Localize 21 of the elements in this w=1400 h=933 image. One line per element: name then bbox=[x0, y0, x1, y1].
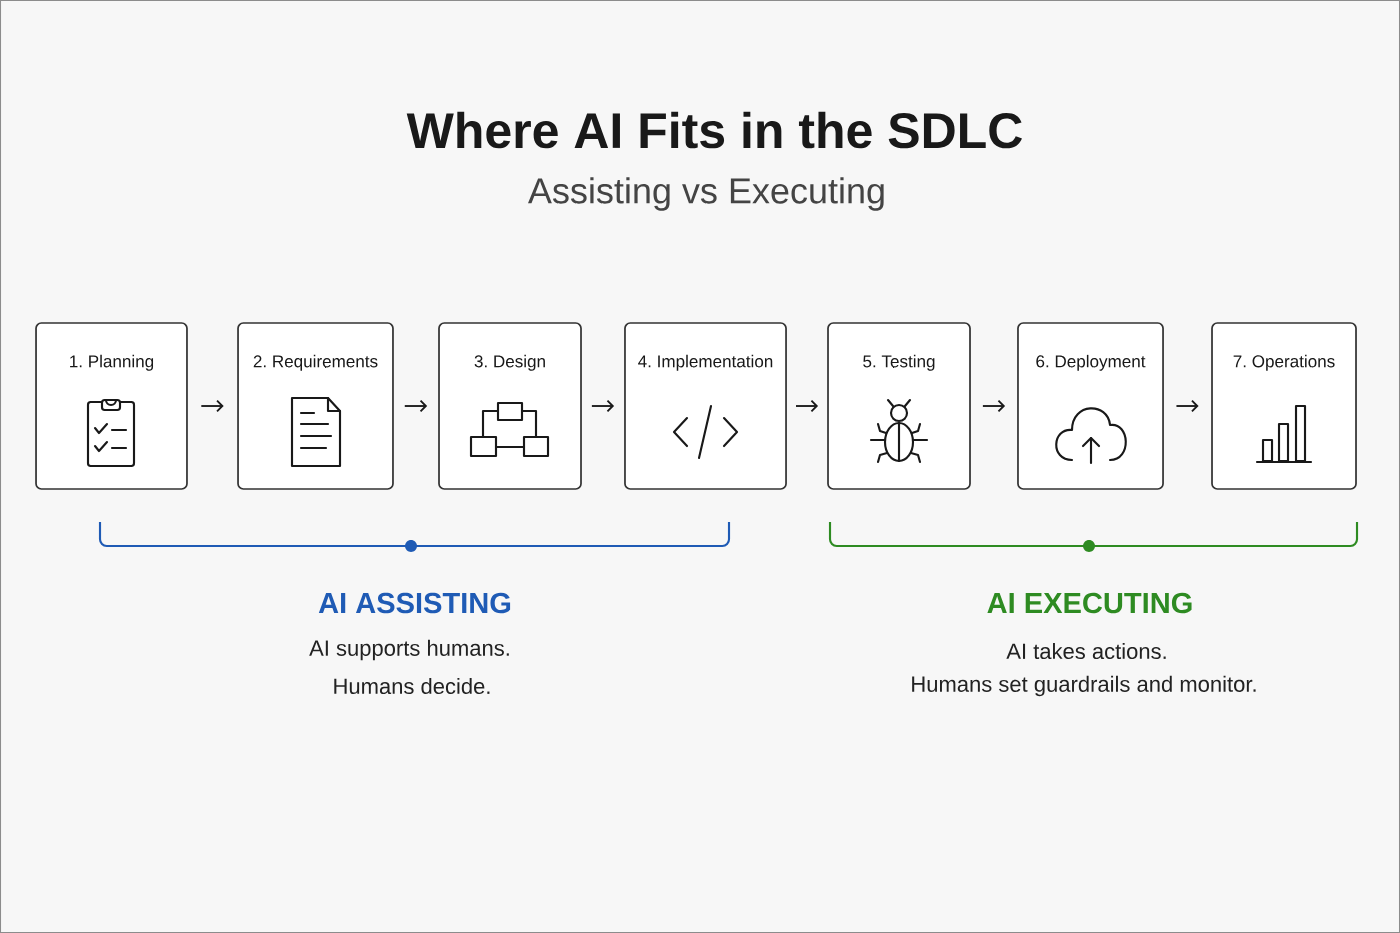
arrow bbox=[981, 399, 1006, 413]
arrow bbox=[795, 399, 819, 413]
process-box: 2. Requirements bbox=[237, 322, 394, 490]
description-text: Humans set guardrails and monitor. bbox=[912, 675, 1256, 697]
description-text: AI supports humans. bbox=[309, 639, 509, 661]
description-text: AI takes actions. bbox=[1006, 642, 1166, 660]
subtitle: Assisting vs Executing bbox=[528, 177, 884, 211]
title: Where AI Fits in the SDLC bbox=[406, 111, 1022, 149]
process-box: 7. Operations bbox=[1211, 322, 1357, 490]
arrow bbox=[200, 399, 224, 413]
group-heading: AI EXECUTING bbox=[987, 592, 1192, 614]
arrow bbox=[590, 399, 615, 413]
process-box: 4. Implementation bbox=[624, 322, 787, 490]
process-box: 6. Deployment bbox=[1017, 322, 1164, 490]
description-text: Humans decide. bbox=[334, 677, 490, 695]
process-box: 5. Testing bbox=[827, 322, 971, 490]
process-box: 3. Design bbox=[438, 322, 582, 490]
arrow bbox=[1175, 399, 1199, 413]
process-box: 1. Planning bbox=[35, 322, 188, 490]
arrow bbox=[403, 399, 428, 413]
group-heading: AI ASSISTING bbox=[318, 592, 511, 614]
